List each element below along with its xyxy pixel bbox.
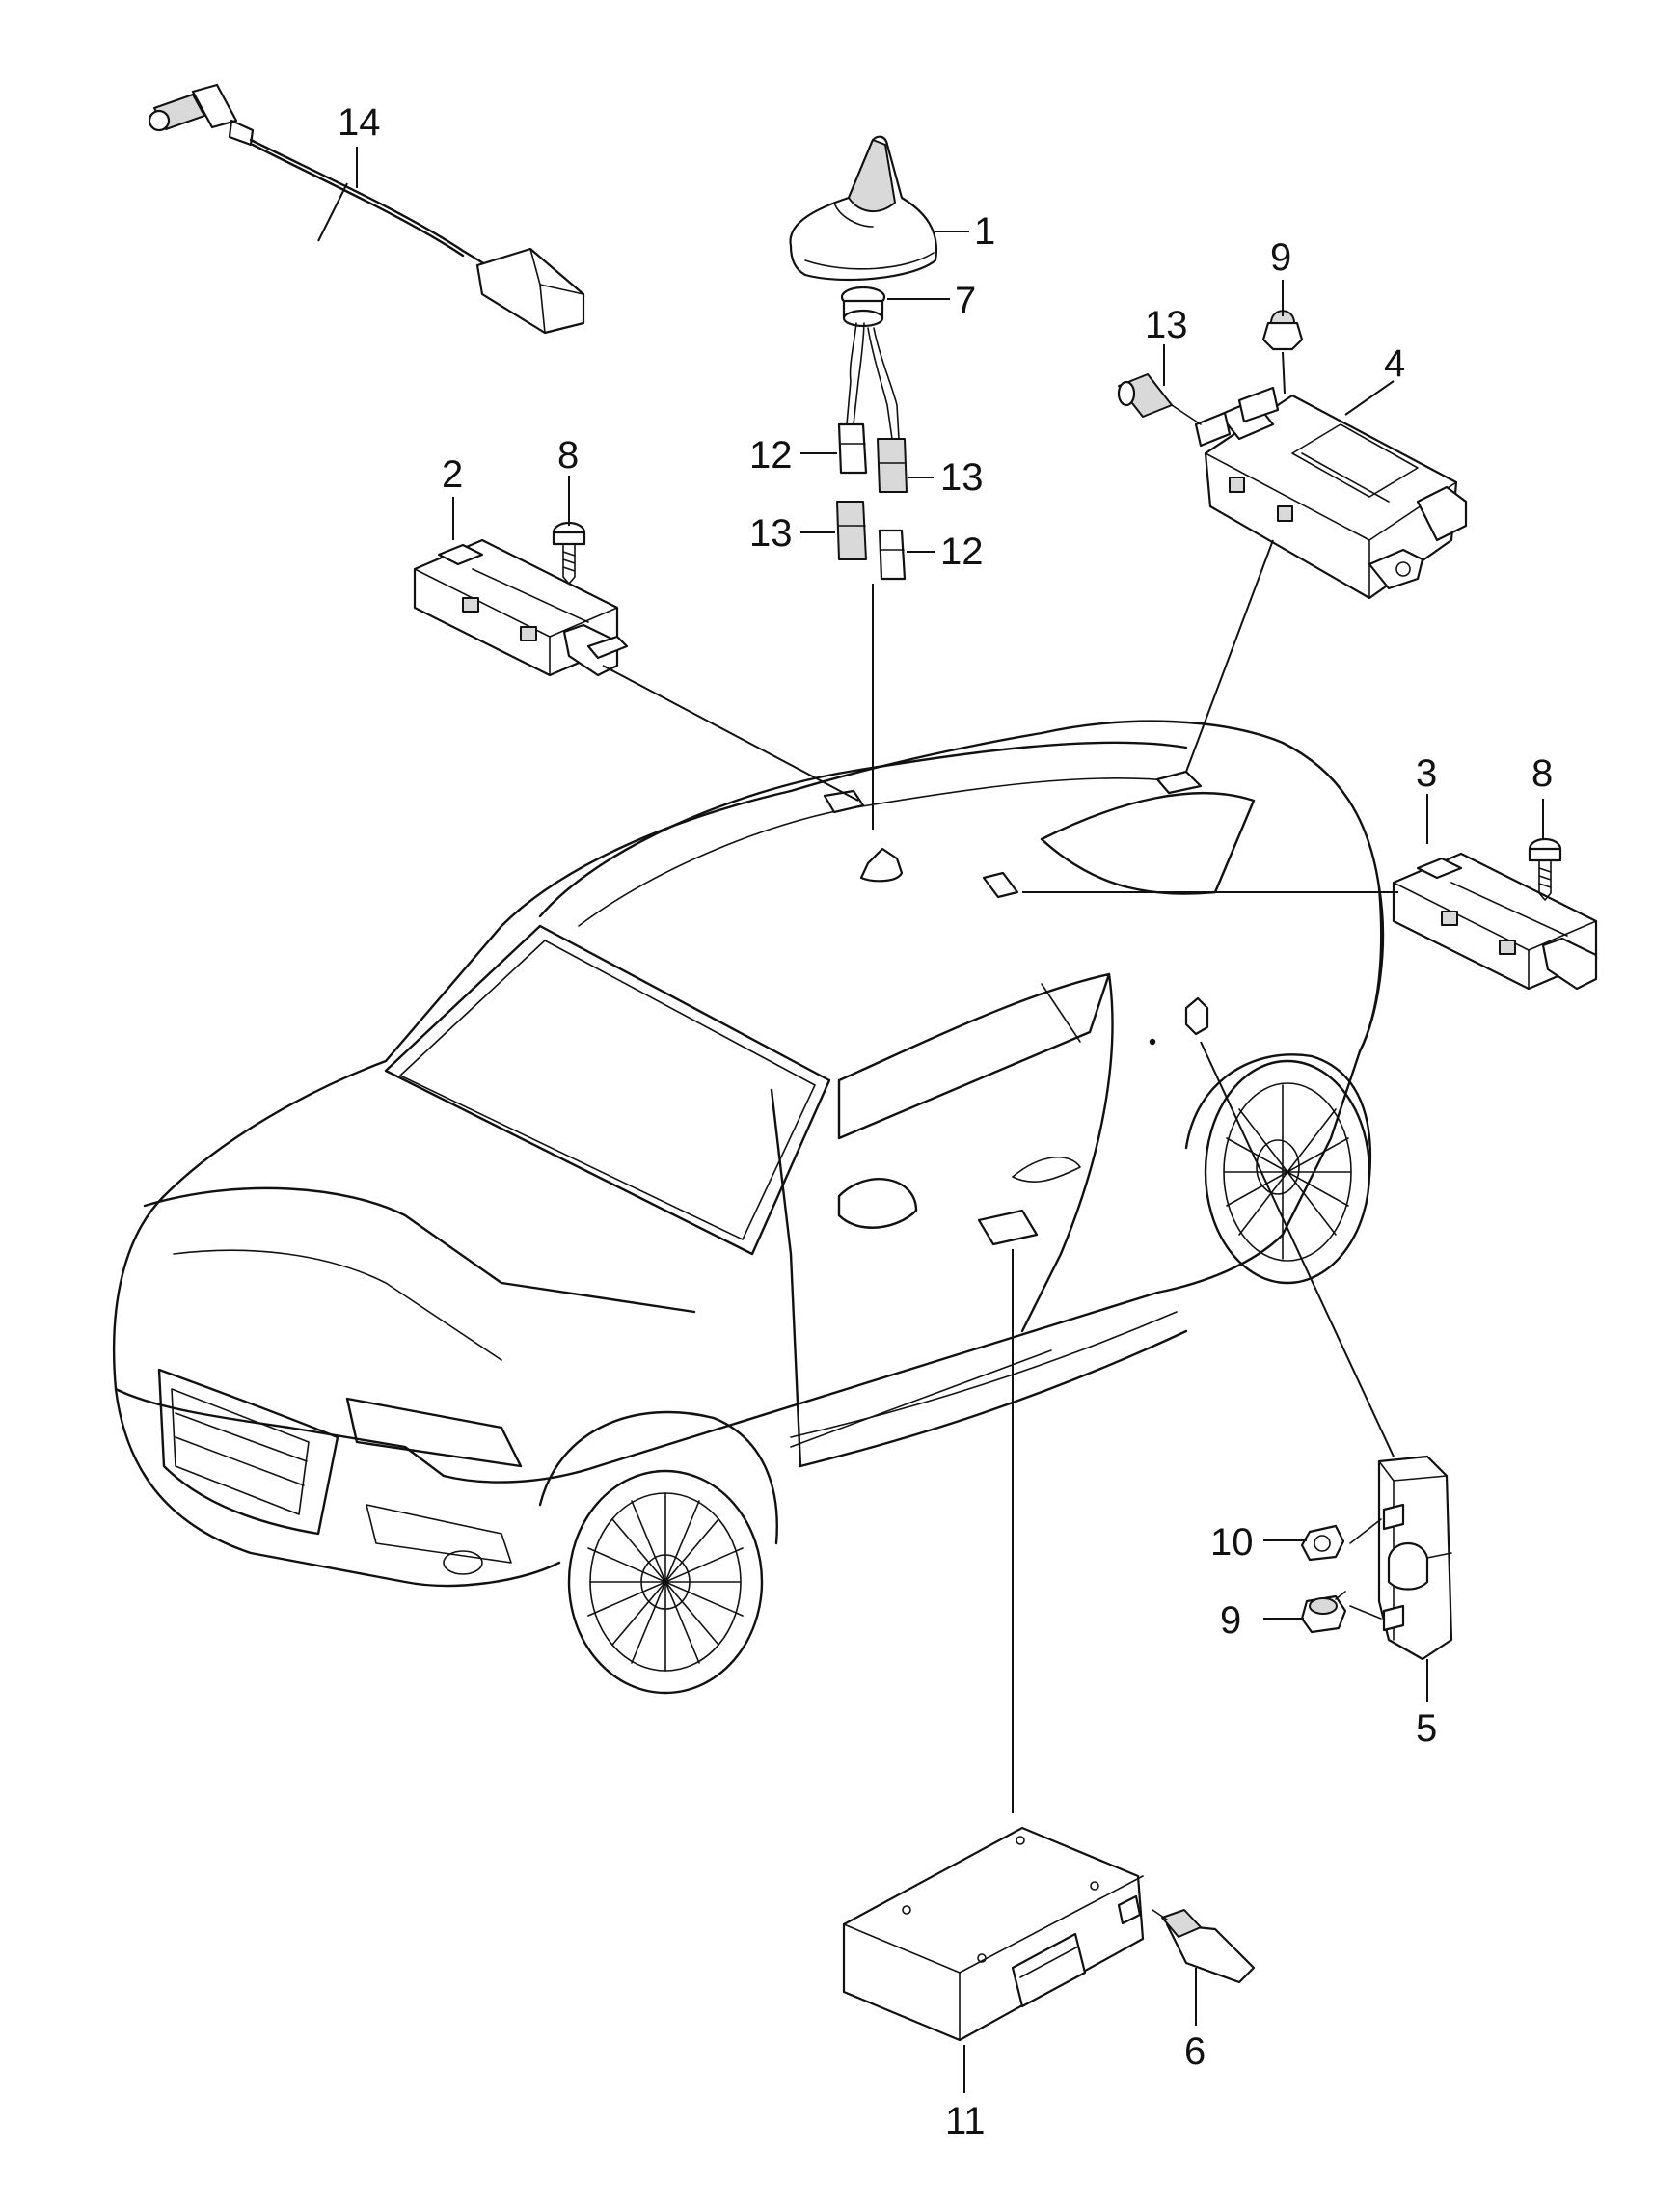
control-module-icon-2 — [413, 538, 629, 677]
callout-2: 2 — [442, 453, 463, 496]
callout-14: 14 — [338, 101, 381, 144]
control-module-icon-11 — [842, 1826, 1145, 2042]
control-module-icon-4 — [1194, 386, 1468, 600]
callout-4: 4 — [1384, 342, 1405, 385]
callout-13c: 13 — [1145, 304, 1188, 346]
callout-8b: 8 — [1531, 752, 1553, 795]
bolt-icon-8a — [552, 521, 586, 585]
callout-11: 11 — [945, 2100, 986, 2142]
control-module-icon-3 — [1392, 852, 1598, 991]
callout-12b: 12 — [940, 531, 984, 573]
callout-10: 10 — [1210, 1521, 1254, 1564]
callout-12a: 12 — [749, 434, 793, 477]
nut-icon-10 — [1300, 1524, 1345, 1562]
callout-9a: 9 — [1270, 236, 1291, 279]
callout-6: 6 — [1184, 2030, 1206, 2073]
car-outline-icon — [112, 720, 1385, 1695]
callout-numbers: 14 1 7 9 13 4 12 13 13 12 2 8 3 8 10 9 5… — [338, 101, 1553, 2142]
grommet-icon — [840, 286, 886, 328]
callout-13b: 13 — [749, 512, 793, 555]
nut-icon-9a — [1261, 310, 1304, 351]
connector-icon-13c — [1117, 373, 1202, 425]
cable-icon — [148, 83, 585, 335]
roof-antenna-icon — [789, 135, 938, 282]
callout-7: 7 — [955, 280, 976, 322]
antenna-lead-wires — [846, 322, 900, 440]
nut-icon-9b — [1300, 1591, 1347, 1634]
bracket-icon — [1349, 1455, 1453, 1661]
callout-8a: 8 — [557, 434, 579, 477]
callout-1: 1 — [974, 210, 995, 253]
connector-icon-6 — [1152, 1909, 1256, 1984]
callout-3: 3 — [1416, 752, 1437, 795]
callout-5: 5 — [1416, 1707, 1437, 1750]
connector-icon — [836, 422, 908, 581]
leader-lines — [317, 147, 1544, 2093]
bolt-icon-8b — [1528, 837, 1562, 901]
callout-13a: 13 — [940, 456, 984, 499]
callout-9b: 9 — [1220, 1599, 1241, 1642]
